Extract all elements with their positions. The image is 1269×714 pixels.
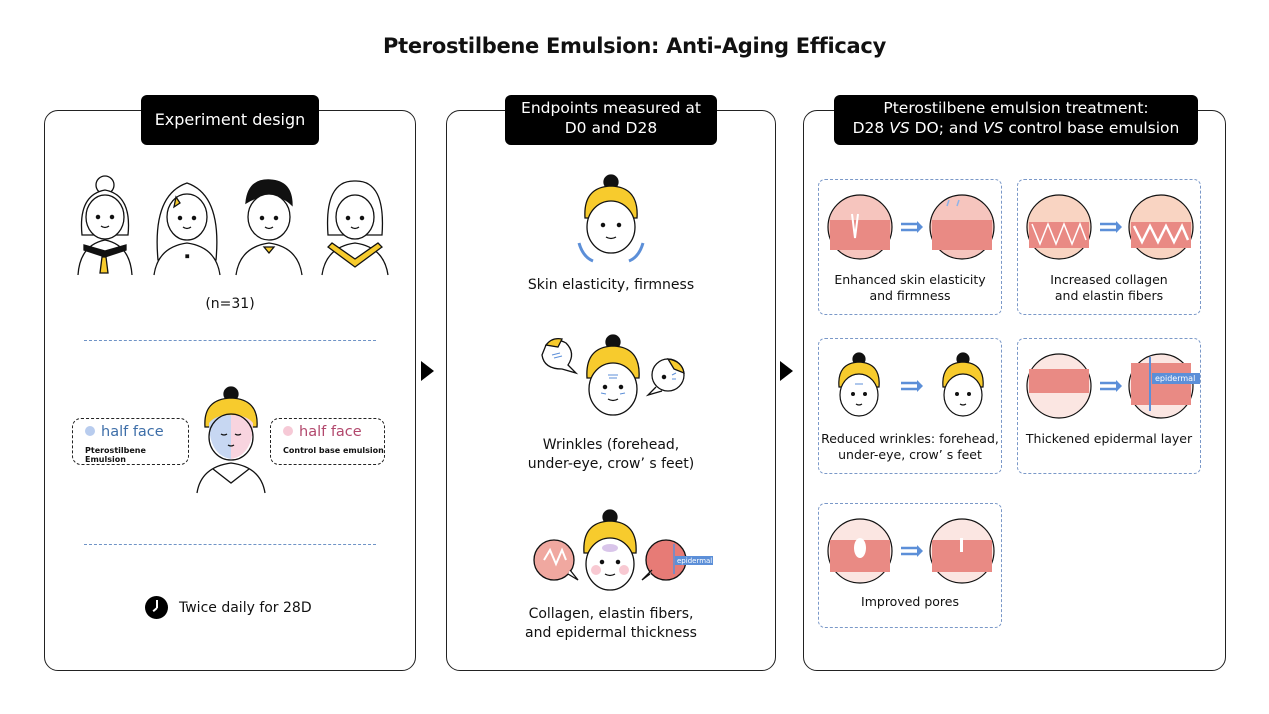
result-line: and firmness — [869, 288, 951, 303]
person-icon — [321, 180, 389, 276]
endpoint-elasticity: Skin elasticity, firmness — [527, 277, 695, 293]
results-header-part: D28 — [852, 119, 890, 137]
sample-size: (n=31) — [205, 296, 255, 312]
endpoint-wrinkles-line1: Wrinkles (forehead, — [542, 437, 680, 453]
control-half-face-bubble: half face Control base emulsion — [270, 418, 385, 465]
experiment-design-header: Experiment design — [141, 95, 319, 145]
endpoint-wrinkles: Wrinkles (forehead, under-eye, crow’ s f… — [446, 436, 776, 474]
result-card-wrinkles: Reduced wrinkles: forehead, under-eye, c… — [818, 338, 1002, 474]
clock-icon — [145, 596, 168, 619]
result-pores-text: Improved pores — [861, 594, 959, 609]
results-header-line2: D28 VS DO; and VS control base emulsion — [834, 118, 1198, 138]
wrinkle-face-before-after-illustration — [838, 352, 984, 417]
control-half-face-text: half face — [299, 424, 362, 440]
result-card-epidermal: epidermal Thickened epidermal layer — [1017, 338, 1201, 474]
schedule-text: Twice daily for 28D — [179, 600, 312, 616]
vs-text: VS — [982, 119, 1004, 137]
endpoints-header-line1: Endpoints measured at — [521, 99, 701, 117]
participants-illustration — [77, 175, 389, 276]
result-card-pores: Improved pores — [818, 503, 1002, 628]
treatment-color-dot — [85, 426, 95, 436]
epidermal-before-after-illustration: epidermal — [1026, 353, 1200, 419]
treatment-half-face-bubble: half face Pterostilbene Emulsion — [72, 418, 189, 465]
endpoints-header-line2: D0 and D28 — [564, 119, 658, 137]
person-icon — [235, 179, 303, 276]
epidermal-tag: epidermal — [677, 557, 712, 565]
control-color-dot — [283, 426, 293, 436]
result-line: Reduced wrinkles: forehead, — [821, 431, 999, 446]
flow-arrow-icon — [780, 361, 793, 381]
skin-before-after-illustration — [827, 194, 995, 260]
divider — [84, 544, 376, 545]
result-card-elasticity: Enhanced skin elasticity and firmness — [818, 179, 1002, 315]
results-header-line1: Pterostilbene emulsion treatment: — [883, 99, 1149, 117]
endpoint-collagen-line2: and epidermal thickness — [525, 625, 697, 641]
treatment-product-label: Pterostilbene Emulsion — [85, 446, 146, 464]
endpoint-wrinkles-line2: under-eye, crow’ s feet) — [527, 456, 695, 472]
endpoint-collagen-line1: Collagen, elastin fibers, — [528, 606, 694, 622]
results-header-part: control base emulsion — [1003, 119, 1180, 137]
endpoint-collagen: Collagen, elastin fibers, and epidermal … — [446, 605, 776, 643]
result-line: under-eye, crow’ s feet — [838, 447, 982, 462]
control-product-label: Control base emulsion — [283, 446, 384, 455]
result-card-collagen: Increased collagen and elastin fibers — [1017, 179, 1201, 315]
divider — [84, 340, 376, 341]
split-face-illustration — [196, 386, 266, 494]
result-elasticity-text: Enhanced skin elasticity and firmness — [819, 272, 1001, 304]
endpoints-header: Endpoints measured at D0 and D28 — [505, 95, 717, 145]
face-elasticity-illustration — [577, 174, 645, 263]
person-icon — [77, 175, 133, 276]
result-line: Enhanced skin elasticity — [834, 272, 986, 287]
pores-before-after-illustration — [827, 518, 995, 584]
results-header: Pterostilbene emulsion treatment: D28 VS… — [834, 95, 1198, 145]
result-line: and elastin fibers — [1054, 288, 1164, 303]
epidermal-tag: epidermal — [1155, 374, 1195, 383]
control-half-face-label: half face — [283, 424, 362, 440]
flow-arrow-icon — [421, 361, 434, 381]
treatment-half-face-text: half face — [101, 424, 164, 440]
results-header-part: DO; and — [909, 119, 983, 137]
result-wrinkles-text: Reduced wrinkles: forehead, under-eye, c… — [819, 431, 1001, 463]
result-collagen-text: Increased collagen and elastin fibers — [1018, 272, 1200, 304]
page-title: Pterostilbene Emulsion: Anti-Aging Effic… — [383, 34, 886, 58]
face-wrinkles-illustration — [541, 334, 685, 416]
result-epidermal-text: Thickened epidermal layer — [1025, 431, 1193, 446]
person-icon — [153, 182, 221, 276]
result-line: Increased collagen — [1050, 272, 1168, 287]
vs-text: VS — [889, 119, 910, 137]
treatment-half-face-label: half face — [85, 424, 164, 440]
face-collagen-illustration: epidermal — [533, 509, 713, 591]
collagen-before-after-illustration — [1026, 194, 1194, 260]
